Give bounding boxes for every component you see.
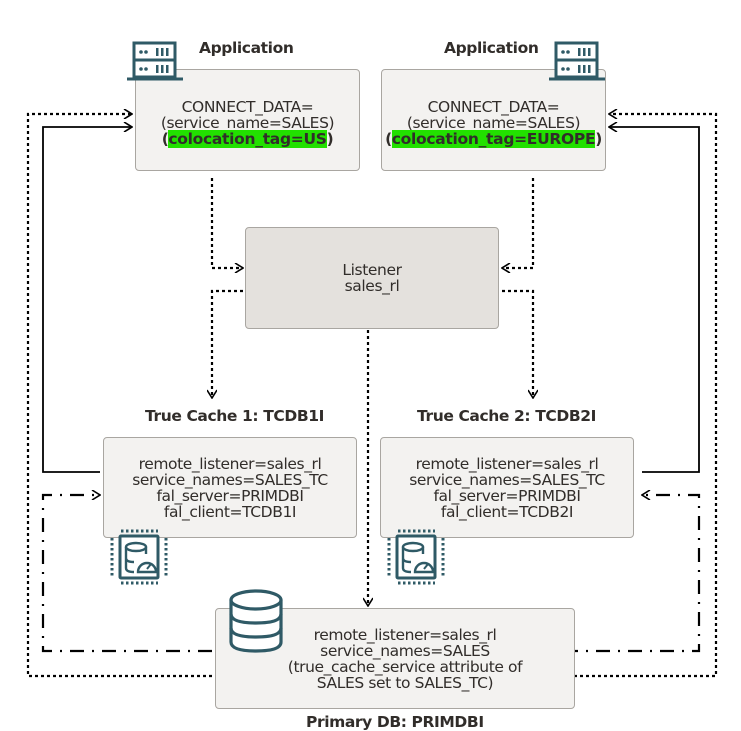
app-europe-title: Application <box>444 39 539 57</box>
app-us-line-1: CONNECT_DATA= <box>181 98 314 116</box>
true-cache-2-title: True Cache 2: TCDB2I <box>417 407 596 425</box>
connector-app-europe-to-listener <box>502 178 535 268</box>
server-icon <box>127 41 183 81</box>
primary-db-title: Primary DB: PRIMDBI <box>306 713 484 731</box>
true-cache-1-line-4: fal_client=TCDB1I <box>163 502 297 521</box>
database-icon <box>229 589 283 653</box>
true-cache-1-box[interactable]: remote_listener=sales_rl service_names=S… <box>103 437 357 538</box>
app-us-colocation-tag: colocation_tag=US <box>168 130 327 148</box>
connector-listener-to-true-cache-2 <box>502 289 533 398</box>
app-europe-box[interactable]: CONNECT_DATA= (service_name=SALES) (colo… <box>381 69 606 171</box>
listener-box[interactable]: Listener sales_rl <box>245 227 499 329</box>
true-cache-2-line-1: remote_listener=sales_rl <box>415 454 599 473</box>
app-europe-tag-open: ( <box>385 130 392 148</box>
true-cache-1-line-3: fal_server=PRIMDBI <box>156 486 304 505</box>
listener-alias: sales_rl <box>344 277 400 295</box>
connector-app-us-to-listener <box>210 178 243 268</box>
app-europe-tag-line: (colocation_tag=EUROPE) <box>385 130 602 148</box>
app-europe-tag-close: ) <box>595 130 602 148</box>
database-cache-chip-icon <box>387 529 445 585</box>
connector-primary-db-to-true-cache-1 <box>41 495 212 653</box>
primary-db-line-4: SALES set to SALES_TC) <box>316 673 494 692</box>
true-cache-2-line-3: fal_server=PRIMDBI <box>433 486 581 505</box>
true-cache-2-line-2: service_names=SALES_TC <box>409 470 605 489</box>
connector-true-cache-2-to-app-europe <box>609 127 700 473</box>
true-cache-1-line-1: remote_listener=sales_rl <box>138 454 322 473</box>
app-us-line-2: (service_name=SALES) <box>160 114 335 132</box>
true-cache-2-box[interactable]: remote_listener=sales_rl service_names=S… <box>380 437 634 538</box>
primary-db-line-2: service_names=SALES <box>320 641 490 660</box>
connector-true-cache-1-to-app-us <box>42 127 132 473</box>
primary-db-line-1: remote_listener=sales_rl <box>313 625 497 644</box>
connector-primary-db-to-app-us <box>26 114 212 678</box>
connector-listener-to-true-cache-1 <box>212 289 243 398</box>
true-cache-1-line-2: service_names=SALES_TC <box>132 470 328 489</box>
true-cache-1-title: True Cache 1: TCDB1I <box>145 407 324 425</box>
app-us-tag-open: ( <box>161 130 169 148</box>
true-cache-2-line-4: fal_client=TCDB2I <box>440 502 574 521</box>
connector-primary-db-to-app-europe <box>532 114 718 678</box>
app-us-tag-line: (colocation_tag=US) <box>161 130 334 148</box>
app-us-title: Application <box>199 39 294 57</box>
app-europe-colocation-tag: colocation_tag=EUROPE <box>391 130 596 148</box>
primary-db-box[interactable]: remote_listener=sales_rl service_names=S… <box>215 608 575 709</box>
primary-db-line-3: (true_cache_service attribute of <box>287 657 523 676</box>
app-us-box[interactable]: CONNECT_DATA= (service_name=SALES) (colo… <box>135 69 360 171</box>
server-icon <box>549 41 605 81</box>
app-europe-line-2: (service_name=SALES) <box>406 114 581 132</box>
app-europe-line-1: CONNECT_DATA= <box>427 98 560 116</box>
app-us-tag-close: ) <box>326 130 334 148</box>
database-cache-chip-icon <box>110 529 168 585</box>
listener-name: Listener <box>342 261 402 279</box>
